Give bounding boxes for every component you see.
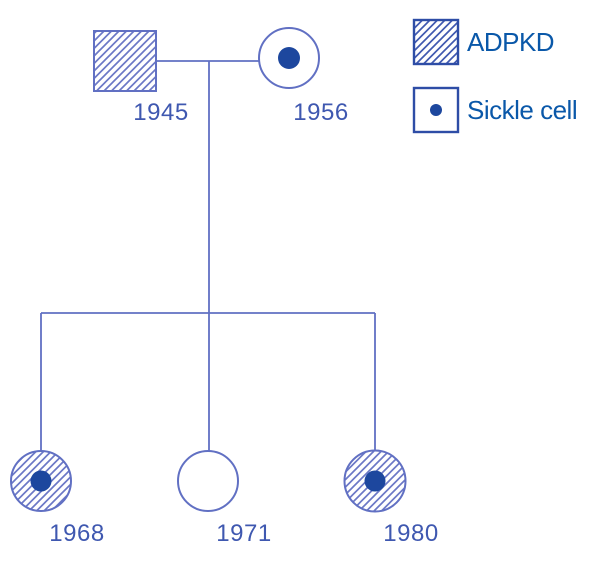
male-square-hatched bbox=[93, 30, 157, 92]
legend-item-adpkd: ADPKD bbox=[412, 18, 555, 66]
birth-year-label: 1945 bbox=[133, 99, 188, 126]
birth-year-label: 1980 bbox=[383, 520, 438, 547]
sickle-cell-dot bbox=[364, 470, 386, 492]
adpkd-hatched-square-icon bbox=[412, 18, 460, 66]
birth-year-label: 1956 bbox=[293, 99, 348, 126]
birth-year-label: 1971 bbox=[216, 520, 271, 547]
female-circle bbox=[177, 450, 239, 512]
legend-label-adpkd: ADPKD bbox=[467, 27, 554, 57]
individual-father: 1945 bbox=[93, 30, 188, 126]
sickle-cell-dot-icon bbox=[430, 104, 442, 116]
birth-year-label: 1968 bbox=[49, 520, 104, 547]
individual-mother: 1956 bbox=[258, 27, 348, 126]
individual-daughter-3: 1980 bbox=[343, 449, 438, 547]
legend: ADPKD Sickle cell bbox=[412, 18, 578, 134]
individual-daughter-2: 1971 bbox=[177, 450, 271, 547]
individual-daughter-1: 1968 bbox=[10, 450, 104, 547]
legend-item-sickle-cell: Sickle cell bbox=[412, 86, 578, 134]
legend-label-sickle-cell: Sickle cell bbox=[467, 95, 577, 125]
sickle-cell-dot bbox=[30, 470, 52, 492]
family-connectors bbox=[40, 60, 376, 451]
sickle-cell-dot bbox=[278, 47, 300, 69]
